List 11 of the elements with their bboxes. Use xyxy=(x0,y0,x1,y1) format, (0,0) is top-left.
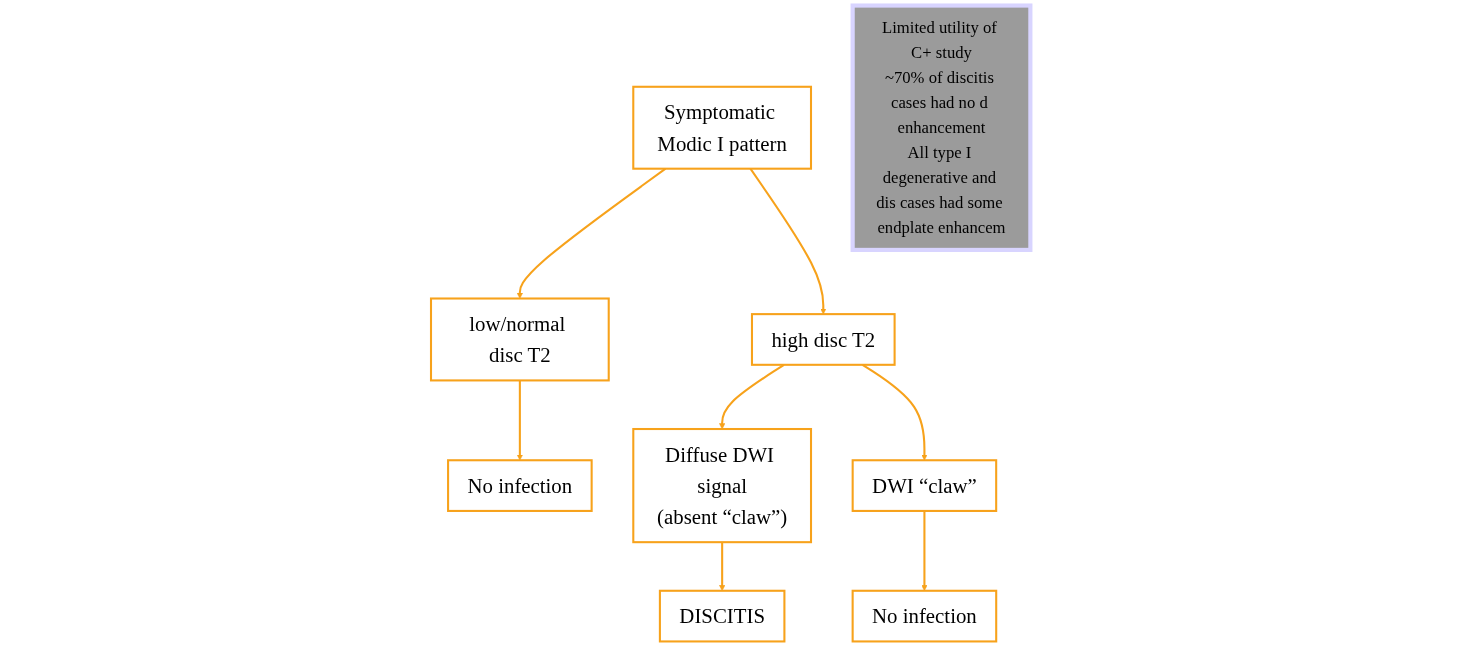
arrow xyxy=(749,168,827,315)
node-box: No infection xyxy=(446,459,593,512)
node-box: Symptomatic Modic I pattern xyxy=(632,85,812,170)
node-box: No infection xyxy=(851,589,998,643)
arrow xyxy=(516,380,523,461)
node-box: Diffuse DWI signal (absent “claw”) xyxy=(632,427,812,544)
node-box: low/normal disc T2 xyxy=(429,297,610,382)
node-box: Limited utility of C+ study ~70% of discitis cases had no d enhancement All type I degenerative and dis cases had some endplate enhancem xyxy=(850,3,1033,252)
node-box: DISCITIS xyxy=(658,589,786,643)
node-box: high disc T2 xyxy=(750,313,896,366)
node-box: DWI “claw” xyxy=(851,459,998,512)
